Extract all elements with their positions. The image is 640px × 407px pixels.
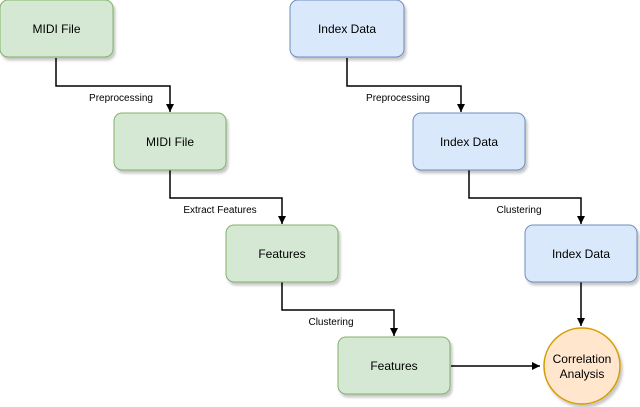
- node-label: Index Data: [552, 247, 610, 261]
- node-midi-file-2: MIDI File: [113, 112, 227, 171]
- edge-extract-features: [169, 170, 286, 224]
- node-features-1: Features: [225, 224, 339, 283]
- edge-label-index-clustering: Clustering: [496, 205, 541, 216]
- node-label: MIDI File: [33, 22, 81, 36]
- node-label: MIDI File: [146, 135, 194, 149]
- node-label: Features: [258, 247, 305, 261]
- edge-label-features-clustering: Clustering: [308, 317, 353, 328]
- edge-features-clustering: [281, 282, 398, 336]
- node-midi-file-1: MIDI File: [0, 0, 114, 58]
- node-index-data-3: Index Data: [524, 224, 638, 283]
- edge-label-extract-features: Extract Features: [183, 205, 256, 216]
- node-correlation-analysis: Correlation Analysis: [543, 327, 621, 405]
- node-features-2: Features: [337, 336, 451, 395]
- node-label: Features: [370, 359, 417, 373]
- node-label: Index Data: [440, 135, 498, 149]
- node-index-data-1: Index Data: [289, 0, 405, 58]
- node-label-line1: Correlation: [553, 352, 612, 366]
- edge-label-midi-preprocessing: Preprocessing: [89, 93, 153, 104]
- node-label-line2: Analysis: [560, 367, 605, 381]
- edge-index-preprocessing: [346, 58, 465, 112]
- edge-midi-preprocessing: [55, 58, 174, 112]
- node-index-data-2: Index Data: [412, 112, 526, 171]
- node-label: Index Data: [318, 22, 376, 36]
- edge-index-clustering: [468, 170, 585, 224]
- edge-label-index-preprocessing: Preprocessing: [366, 93, 430, 104]
